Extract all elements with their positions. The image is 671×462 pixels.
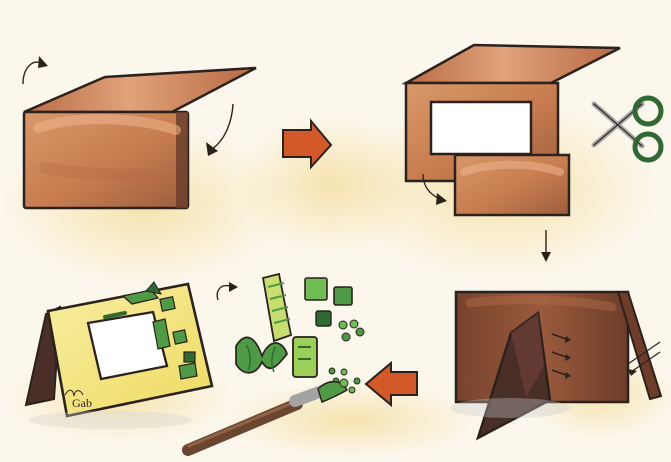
artist-signature: Gab [72,396,92,410]
